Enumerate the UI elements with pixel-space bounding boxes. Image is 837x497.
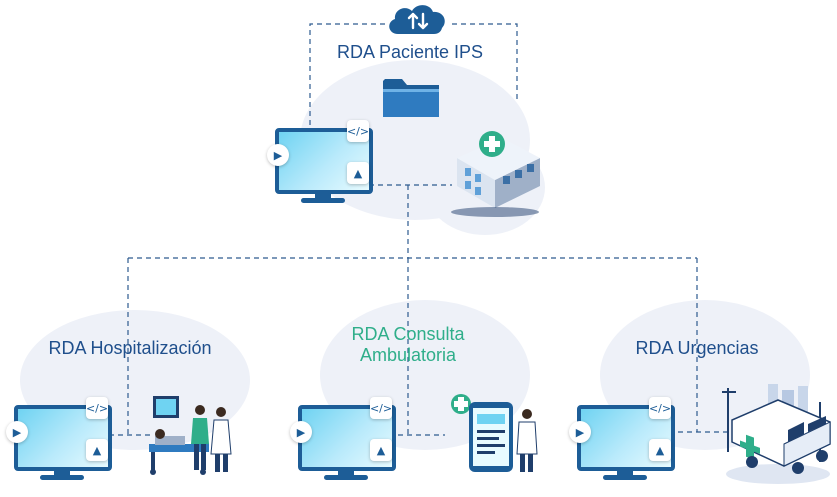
monitor-icon-top: ▶ </> ▲ bbox=[267, 120, 373, 208]
code-icon: </> bbox=[86, 397, 108, 419]
code-icon: </> bbox=[370, 397, 392, 419]
node-label-rda-urgencias: RDA Urgencias bbox=[635, 338, 759, 358]
play-icon: ▶ bbox=[267, 144, 289, 166]
medical-app-icon bbox=[451, 394, 538, 472]
monitor-icon-right: ▶ </> ▲ bbox=[569, 397, 675, 485]
play-icon: ▶ bbox=[6, 421, 28, 443]
image-icon: ▲ bbox=[86, 439, 108, 461]
hospital-building-icon bbox=[451, 131, 540, 217]
folder-icon bbox=[383, 79, 439, 117]
play-icon: ▶ bbox=[569, 421, 591, 443]
code-icon: </> bbox=[347, 120, 369, 142]
node-label-rda-consulta-ambulatoria: RDA Consulta Ambulatoria bbox=[318, 324, 498, 366]
image-icon: ▲ bbox=[370, 439, 392, 461]
node-label-line-2: Ambulatoria bbox=[359, 345, 457, 365]
code-icon: </> bbox=[649, 397, 671, 419]
monitor-icon-center: ▶ </> ▲ bbox=[290, 397, 396, 485]
node-label-line-1: RDA Consulta bbox=[351, 324, 465, 344]
node-label-rda-hospitalizacion: RDA Hospitalización bbox=[48, 338, 212, 358]
cloud-sync-icon bbox=[389, 5, 445, 34]
image-icon: ▲ bbox=[347, 162, 369, 184]
play-icon: ▶ bbox=[290, 421, 312, 443]
ambulance-icon bbox=[722, 384, 831, 484]
node-label-rda-paciente-ips: RDA Paciente IPS bbox=[336, 42, 484, 62]
hospital-bed-icon bbox=[149, 396, 232, 475]
monitor-icon-left: ▶ </> ▲ bbox=[6, 397, 112, 485]
image-icon: ▲ bbox=[649, 439, 671, 461]
